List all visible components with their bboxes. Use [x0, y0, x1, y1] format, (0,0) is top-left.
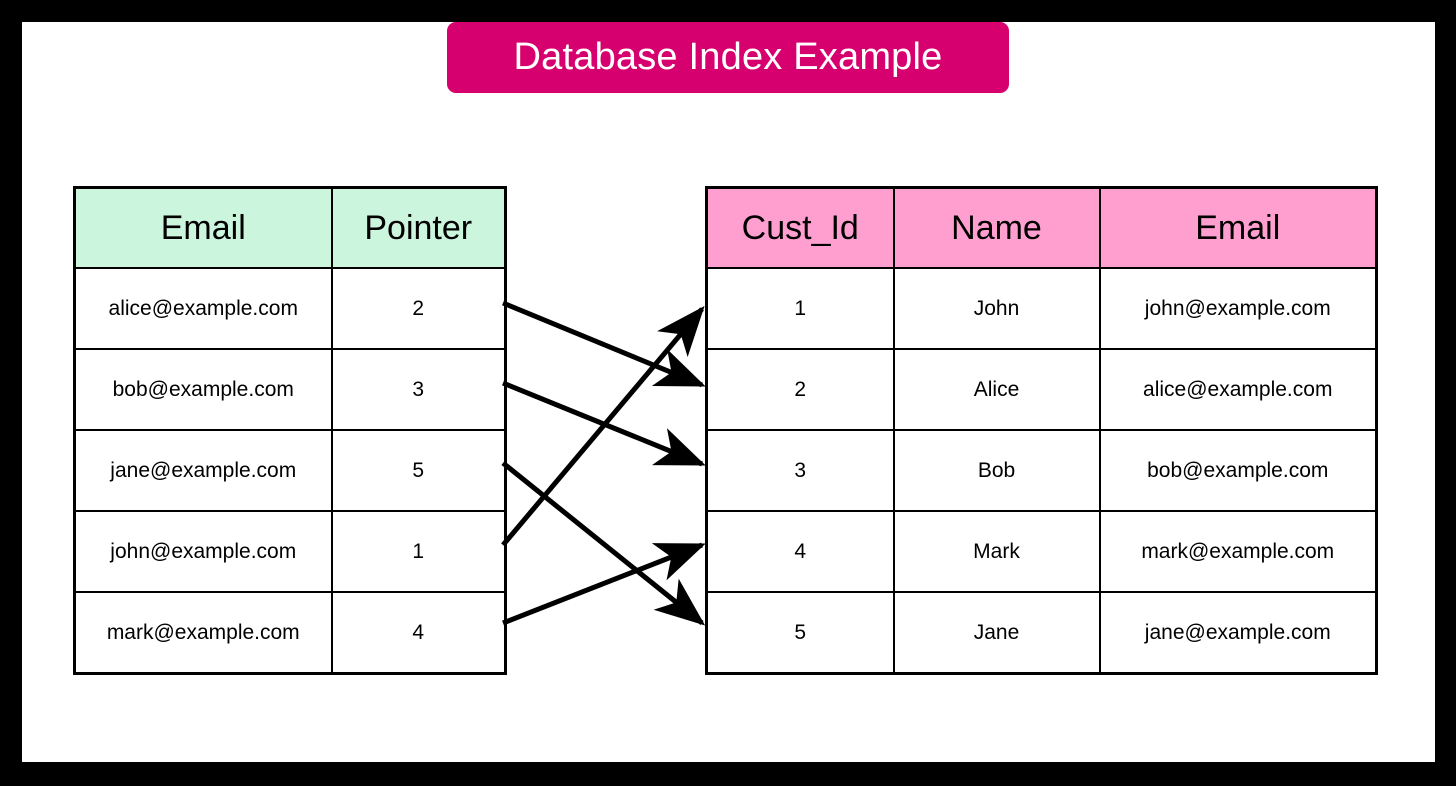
title-banner: Database Index Example [447, 22, 1009, 93]
customer-cell-cust-id: 4 [705, 510, 895, 593]
index-cell-email: bob@example.com [73, 348, 333, 431]
index-cell-pointer: 2 [330, 267, 507, 350]
index-cell-email: alice@example.com [73, 267, 333, 350]
table-row: 5 Jane jane@example.com [705, 591, 1378, 675]
index-col-header-pointer: Pointer [330, 186, 507, 269]
index-col-header-email: Email [73, 186, 333, 269]
index-cell-email: jane@example.com [73, 429, 333, 512]
customer-cell-email: bob@example.com [1098, 429, 1378, 512]
table-row: 4 Mark mark@example.com [705, 510, 1378, 593]
index-cell-email: john@example.com [73, 510, 333, 593]
customer-cell-name: John [892, 267, 1101, 350]
customer-cell-name: Alice [892, 348, 1101, 431]
table-row: alice@example.com 2 [73, 267, 507, 350]
table-row: 3 Bob bob@example.com [705, 429, 1378, 512]
index-table-header-row: Email Pointer [73, 186, 507, 269]
table-row: 1 John john@example.com [705, 267, 1378, 350]
index-table: Email Pointer alice@example.com 2 bob@ex… [73, 186, 507, 675]
customer-table-header-row: Cust_Id Name Email [705, 186, 1378, 269]
customer-cell-name: Jane [892, 591, 1101, 675]
index-cell-pointer: 5 [330, 429, 507, 512]
customer-cell-cust-id: 2 [705, 348, 895, 431]
customer-table: Cust_Id Name Email 1 John john@example.c… [705, 186, 1378, 675]
customer-col-header-email: Email [1098, 186, 1378, 269]
customer-cell-name: Bob [892, 429, 1101, 512]
customer-cell-email: jane@example.com [1098, 591, 1378, 675]
table-row: mark@example.com 4 [73, 591, 507, 675]
customer-col-header-name: Name [892, 186, 1101, 269]
customer-col-header-cust-id: Cust_Id [705, 186, 895, 269]
index-cell-pointer: 1 [330, 510, 507, 593]
customer-cell-email: john@example.com [1098, 267, 1378, 350]
customer-cell-email: mark@example.com [1098, 510, 1378, 593]
customer-cell-cust-id: 5 [705, 591, 895, 675]
table-row: bob@example.com 3 [73, 348, 507, 431]
page-title: Database Index Example [513, 36, 943, 78]
index-cell-email: mark@example.com [73, 591, 333, 675]
index-cell-pointer: 3 [330, 348, 507, 431]
customer-cell-cust-id: 3 [705, 429, 895, 512]
customer-cell-name: Mark [892, 510, 1101, 593]
customer-cell-cust-id: 1 [705, 267, 895, 350]
table-row: john@example.com 1 [73, 510, 507, 593]
table-row: 2 Alice alice@example.com [705, 348, 1378, 431]
table-row: jane@example.com 5 [73, 429, 507, 512]
customer-cell-email: alice@example.com [1098, 348, 1378, 431]
index-cell-pointer: 4 [330, 591, 507, 675]
